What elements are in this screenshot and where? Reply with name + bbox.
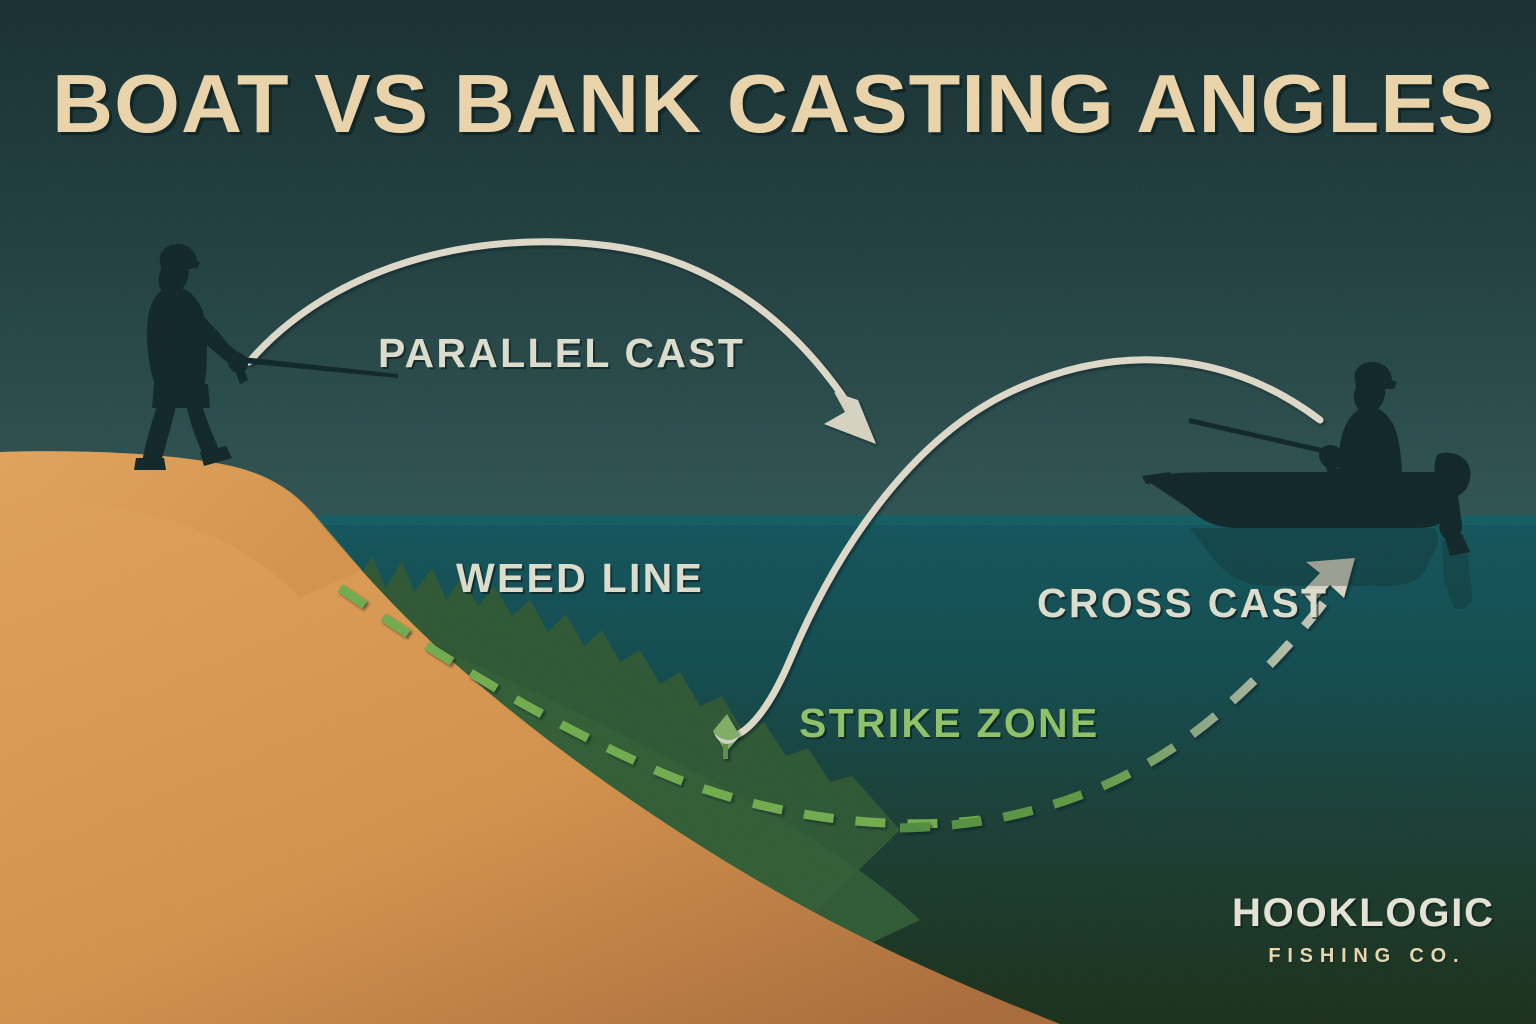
label-weed-line: WEED LINE [456,555,705,601]
page-title: BOAT VS BANK CASTING ANGLES [52,57,1496,150]
label-strike-zone: STRIKE ZONE [799,700,1100,746]
brand-tagline: FISHING CO. [1268,945,1466,967]
brand-logo: HOOKLOGIC FISHING CO. [1232,893,1495,966]
brand-name: HOOKLOGIC [1232,891,1495,935]
label-parallel-cast: PARALLEL CAST [378,330,746,376]
label-cross-cast: CROSS CAST [1037,580,1329,626]
